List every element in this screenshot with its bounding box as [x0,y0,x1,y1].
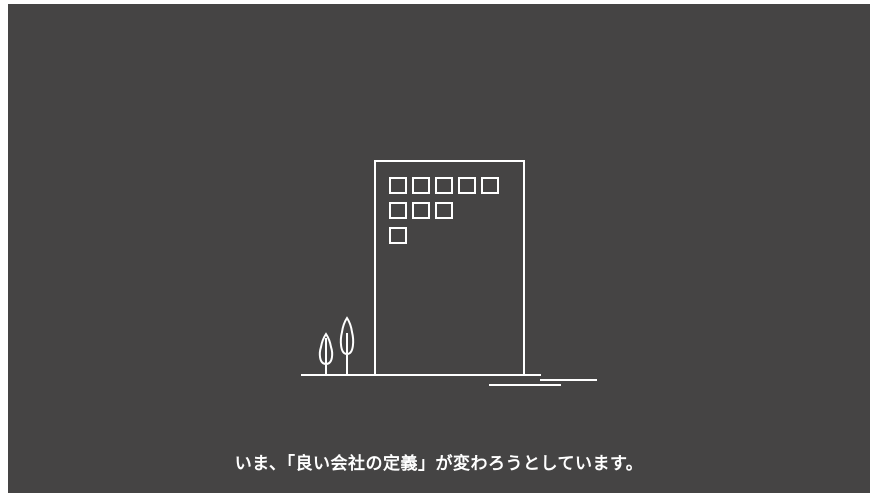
tree-tall [339,316,355,376]
window [389,202,407,219]
window [458,177,476,194]
subtitle-caption: いま、「良い会社の定義」が変わろうとしています。 [234,454,644,474]
window [412,177,430,194]
video-screen: いま、「良い会社の定義」が変わろうとしています。 [8,4,870,493]
window [435,177,453,194]
window [481,177,499,194]
tree-small [318,332,334,376]
window [435,202,453,219]
window [389,227,407,244]
building-outline [374,160,525,376]
window [389,177,407,194]
office-building-illustration [301,160,597,386]
window [412,202,430,219]
